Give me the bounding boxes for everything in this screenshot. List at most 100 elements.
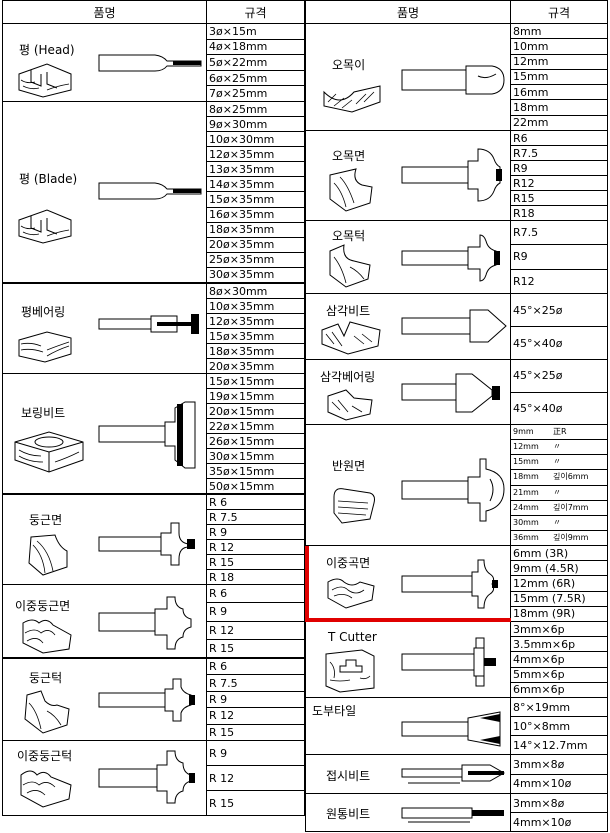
product-cell: 오목면 xyxy=(305,130,511,221)
spec-item: R15 xyxy=(511,190,607,205)
v-groove-icon xyxy=(321,321,381,355)
product-cell: 이중둥근턱 xyxy=(2,740,207,816)
spec-list: 8°×19mm 10°×8mm 14°×12.7mm xyxy=(510,697,608,755)
spec-list: 45°×25ø 45°×40ø xyxy=(510,293,608,360)
spec-item: 7ø×25mm xyxy=(207,85,304,101)
spec-item: R 15 xyxy=(207,638,304,657)
spec-item: 13ø×35mm xyxy=(207,161,304,176)
spec-item: R 15 xyxy=(207,554,304,569)
cove-edge-profile-icon xyxy=(329,168,373,212)
spec-item: R 7.5 xyxy=(207,674,304,690)
dovetail-bit-icon xyxy=(401,711,501,747)
spec-item: R6 xyxy=(513,131,528,145)
rounded-profile-icon xyxy=(28,534,68,576)
product-cell: 둥근턱 xyxy=(2,658,207,741)
product-name: 둥근턱 xyxy=(29,671,63,685)
spec-item: 3mm×8ø xyxy=(513,796,565,810)
chamfer-bearing-bit-icon xyxy=(401,373,500,413)
spec-list: 3ø×15m 4ø×18mm 5ø×22mm 6ø×25mm 7ø×25mm xyxy=(206,23,305,102)
spec-list: 3mm×8ø 4mm×10ø xyxy=(510,793,608,832)
spec-item: R 12 xyxy=(207,707,304,723)
spec-item: 22mm xyxy=(511,114,607,130)
left-name-header: 품명 xyxy=(2,0,207,24)
product-cell: 오목턱 xyxy=(305,220,511,294)
spec-item: R 6 xyxy=(209,587,228,601)
product-name: 삼각비트 xyxy=(326,304,371,318)
product-cell: 삼각비트 xyxy=(305,293,511,360)
rounded-step-profile-icon xyxy=(24,690,70,734)
spec-item: 15mm〃 xyxy=(511,454,607,469)
product-cell: 반원면 xyxy=(305,424,511,546)
spec-item: 8ø×30mm xyxy=(209,284,268,298)
spec-item: 26ø×15mm xyxy=(207,433,304,448)
product-cell: 둥근면 xyxy=(2,494,207,585)
spec-item: 6mm×6p xyxy=(511,681,607,697)
product-name: 이중둥근턱 xyxy=(17,749,73,763)
spec-item: 10ø×35mm xyxy=(207,298,304,313)
spec-list: R 9 R 12 R 15 xyxy=(206,740,305,816)
spec-item: R18 xyxy=(511,205,607,220)
spec-item: 3ø×15m xyxy=(209,24,257,38)
roundover-bit-icon xyxy=(98,522,195,566)
bullnose-bit-icon xyxy=(401,458,505,522)
right-spec-header: 규격 xyxy=(510,0,608,24)
spec-item: 4mm×10ø xyxy=(511,812,607,831)
product-name: 오목면 xyxy=(332,149,366,163)
spec-item: 50ø×15mm xyxy=(207,478,304,493)
spec-item: R7.5 xyxy=(511,145,607,160)
spec-list: R 6 R 7.5 R 9 R 12 R 15 R 18 xyxy=(206,494,305,585)
spec-item: 18ø×35mm xyxy=(207,221,304,237)
spec-item: 6ø×25mm xyxy=(207,69,304,86)
spec-item: 12mm xyxy=(511,53,607,69)
spec-list: R7.5 R9 R12 xyxy=(510,220,608,294)
spec-item: 45°×25ø xyxy=(513,303,563,317)
spec-item: 30ø×15mm xyxy=(207,448,304,463)
cove-bit-icon xyxy=(401,148,502,202)
wood-groove-icon xyxy=(18,63,72,98)
spec-item: 35ø×15mm xyxy=(207,463,304,478)
spec-item: 15mm (7.5R) xyxy=(511,590,607,606)
spec-item: 12ø×35mm xyxy=(207,313,304,328)
spec-item: 18mm xyxy=(511,99,607,114)
spec-item: R 9 xyxy=(207,524,304,539)
highlight-mark-horizontal xyxy=(305,618,511,622)
spec-item: R 7.5 xyxy=(207,509,304,524)
spec-item: 45°×40ø xyxy=(511,391,607,425)
product-name: 오목이 xyxy=(332,58,366,72)
product-cell: 이중곡면 xyxy=(305,545,511,622)
spec-item: 22ø×15mm xyxy=(207,418,304,433)
spec-item: R9 xyxy=(511,160,607,175)
wood-edge-icon xyxy=(18,331,72,363)
cove-step-bit-icon xyxy=(401,234,500,282)
spec-list: R 6 R 7.5 R 9 R 12 R 15 xyxy=(206,658,305,741)
cove-groove-icon xyxy=(323,85,381,113)
product-name: T Cutter xyxy=(328,630,377,644)
core-box-bit-icon xyxy=(401,65,505,95)
product-cell: 평 (Blade) xyxy=(2,101,207,283)
t-cutter-bit-icon xyxy=(401,637,496,687)
t-slot-profile-icon xyxy=(325,649,375,693)
spec-item: R 12 xyxy=(207,765,304,790)
product-name: 이중둥근면 xyxy=(15,599,71,613)
product-name: 평베어링 xyxy=(21,305,66,319)
spec-item: 5mm×6p xyxy=(511,666,607,682)
spec-item: 3mm×6p xyxy=(513,622,565,636)
spec-item: 10ø×30mm xyxy=(207,131,304,146)
spec-item: 9mm (4.5R) xyxy=(511,560,607,575)
wood-groove-icon xyxy=(18,209,72,244)
spec-item: R 9 xyxy=(209,746,228,760)
spec-item: 15ø×15mm xyxy=(209,374,275,388)
countersink-bit-icon xyxy=(401,764,506,784)
spec-item: 19ø×15mm xyxy=(207,388,304,403)
product-cell: 오목이 xyxy=(305,23,511,131)
spec-item: 16ø×35mm xyxy=(207,206,304,222)
spec-list: 3mm×6p 3.5mm×6p 4mm×6p 5mm×6p 6mm×6p xyxy=(510,621,608,698)
wood-hole-icon xyxy=(14,431,84,473)
product-name: 접시비트 xyxy=(326,769,371,783)
spec-item: 20ø×35mm xyxy=(207,358,304,373)
spec-item: 15ø×35mm xyxy=(207,328,304,343)
spec-item: R 12 xyxy=(207,620,304,639)
